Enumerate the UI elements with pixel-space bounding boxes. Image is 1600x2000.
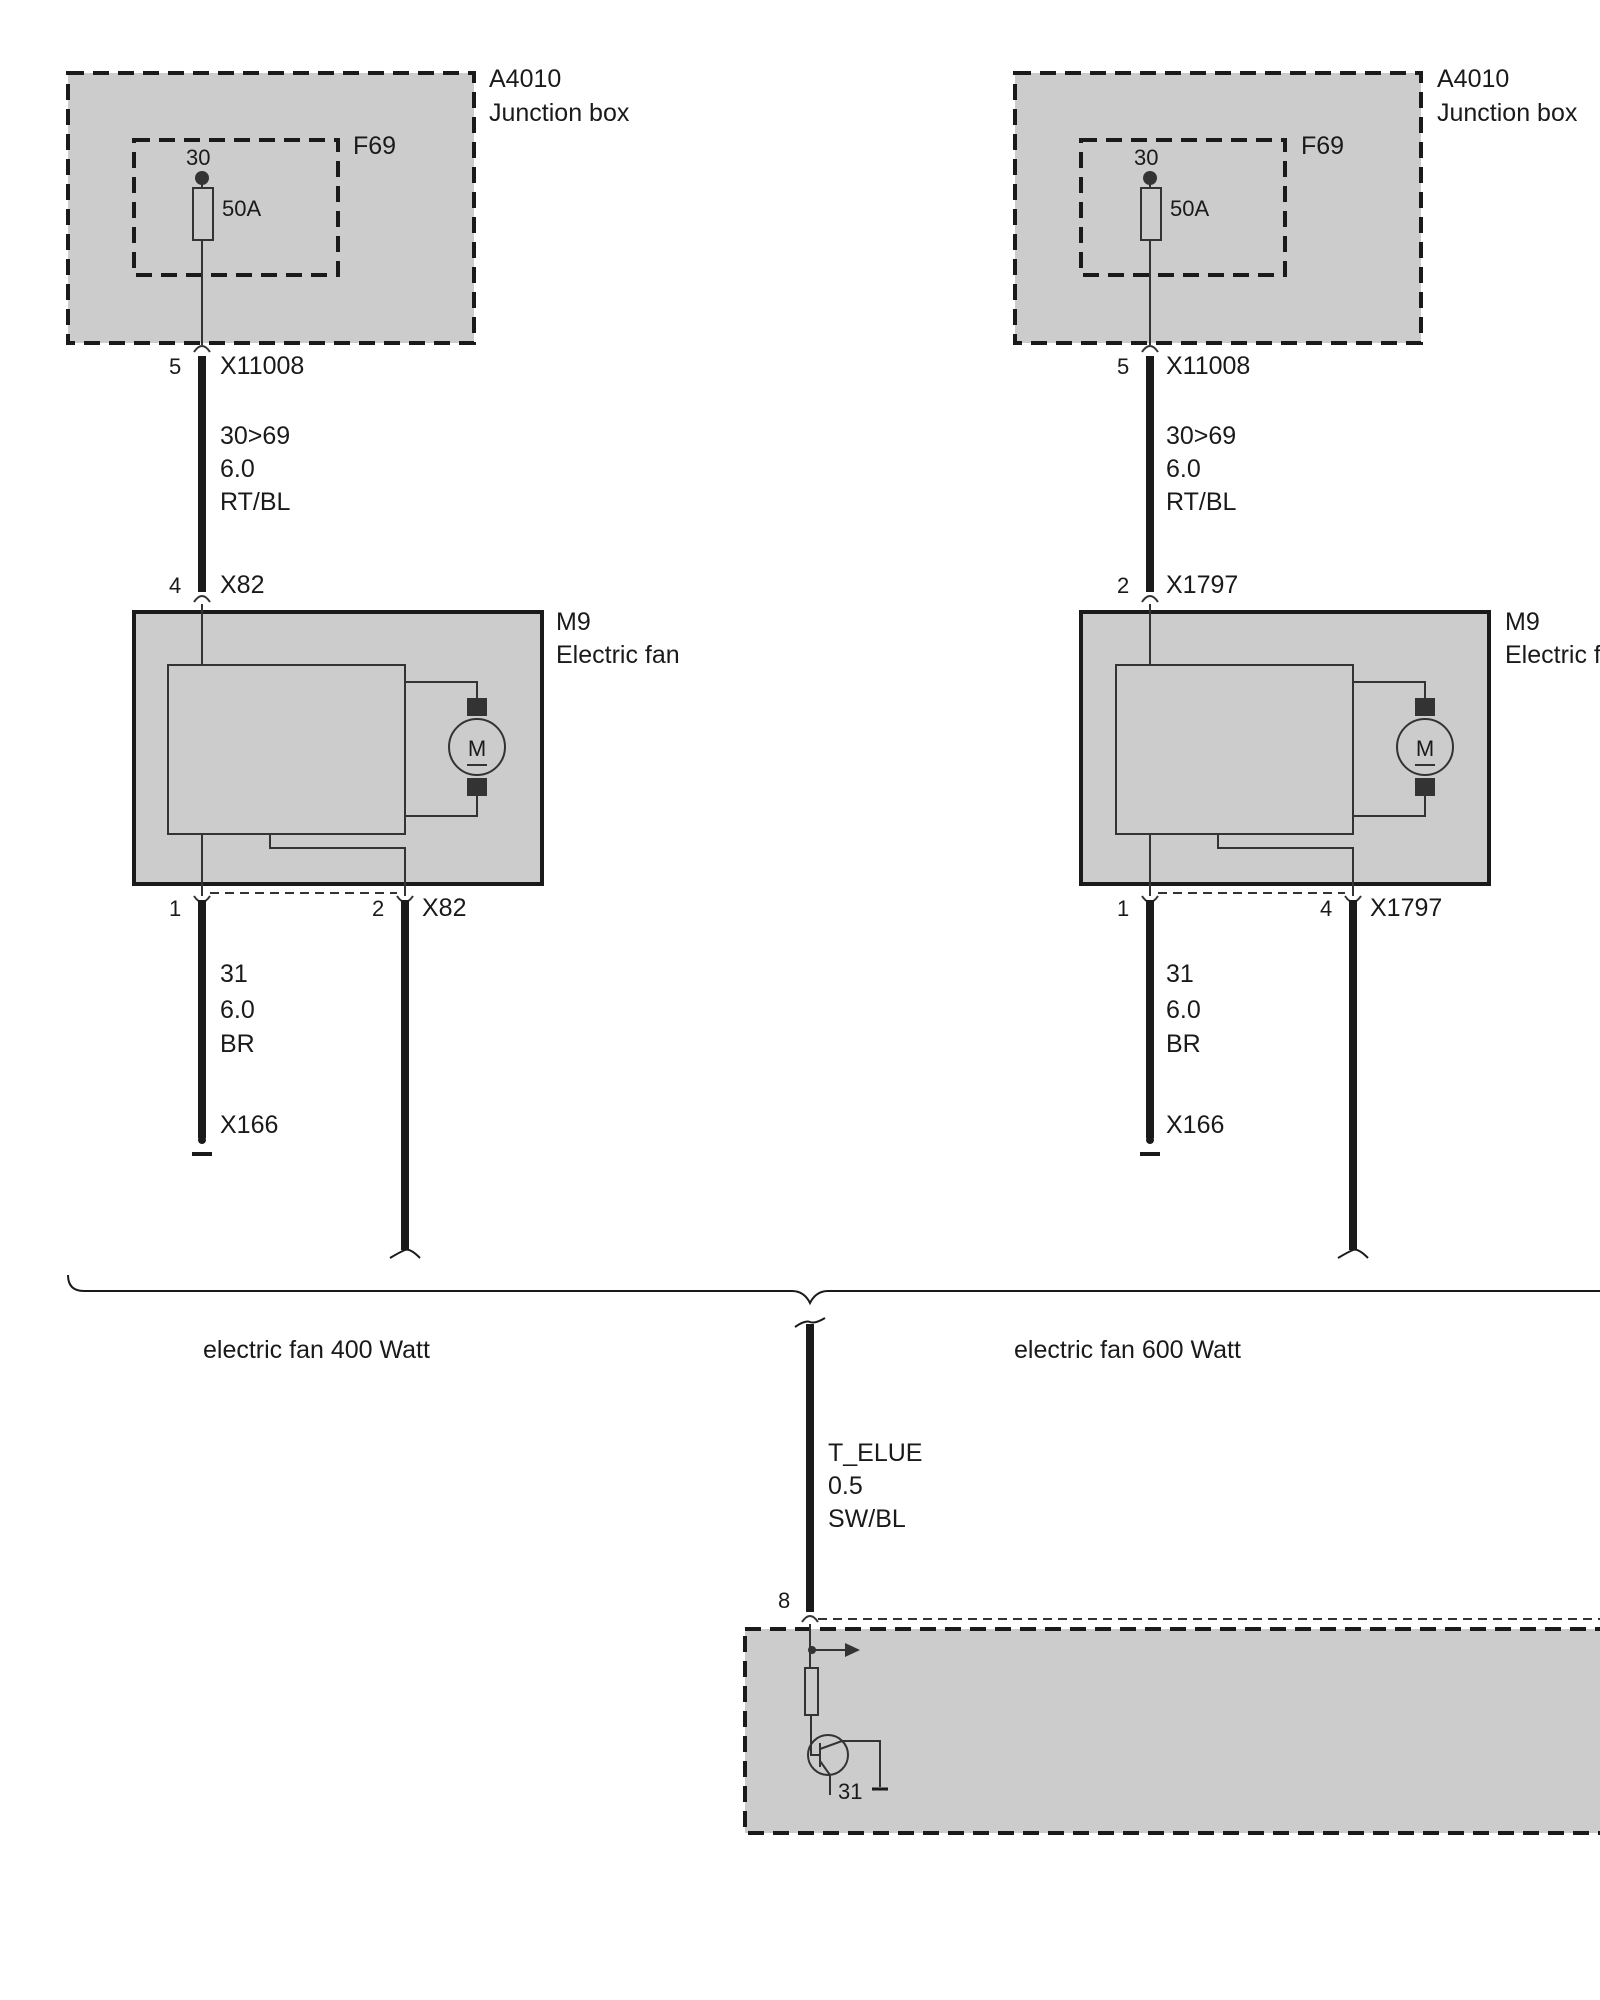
fan-id: M9 <box>556 608 591 636</box>
fuse-id: F69 <box>1301 132 1344 160</box>
motor-brush <box>1415 778 1435 796</box>
upper-connector-id: X11008 <box>1166 352 1250 380</box>
upper-connector-pin: 5 <box>169 354 181 379</box>
motor-icon <box>448 718 506 776</box>
upper-connector-id: X11008 <box>220 352 304 380</box>
internal-lead <box>1353 796 1426 817</box>
fan-input-connector: X1797 <box>1166 571 1238 599</box>
signal-wire-circuit: T_ELUE <box>828 1439 922 1467</box>
panel-600w: A4010 Junction box F69 30 50A 5 X11008 3… <box>1013 65 1600 1259</box>
ground-wire-gauge: 6.0 <box>1166 996 1201 1024</box>
ground-point-dot <box>1146 1136 1154 1144</box>
fan-input-connector: X82 <box>220 571 264 599</box>
output-arrow-icon <box>845 1643 860 1657</box>
ground-wire-gauge: 6.0 <box>220 996 255 1024</box>
junction-box-id: A4010 <box>489 65 561 93</box>
ground-pin: 1 <box>169 896 181 921</box>
fan-input-pin: 2 <box>1117 573 1129 598</box>
internal-lead <box>405 681 478 698</box>
ground-point: X166 <box>1166 1111 1224 1139</box>
internal-lead <box>819 1740 881 1787</box>
fuse-terminal: 30 <box>186 145 210 170</box>
feed-wire-circuit: 30>69 <box>220 422 290 450</box>
control-ground-terminal: 31 <box>838 1779 862 1804</box>
motor-brush <box>467 698 487 716</box>
ground-wire-color: BR <box>1166 1030 1201 1058</box>
feed-wire-gauge: 6.0 <box>220 455 255 483</box>
fuse-symbol <box>1140 187 1162 241</box>
junction-box-name: Junction box <box>1437 99 1578 127</box>
feed-wire-gauge: 6.0 <box>1166 455 1201 483</box>
ground-wire-circuit: 31 <box>220 960 248 988</box>
fuse-group <box>1079 138 1287 277</box>
feed-wire-color: RT/BL <box>220 488 290 516</box>
connector-symbol <box>193 595 211 603</box>
upper-connector-pin: 5 <box>1117 354 1129 379</box>
continuation-mark <box>794 1317 826 1328</box>
connector-symbol <box>1141 595 1159 603</box>
internal-lead <box>1353 681 1426 698</box>
internal-lead <box>269 834 406 896</box>
ground-wire-color: BR <box>220 1030 255 1058</box>
signal-wire-color: SW/BL <box>828 1505 906 1533</box>
ground-point: X166 <box>220 1111 278 1139</box>
connector-symbol <box>801 1615 819 1623</box>
ground-wire-circuit: 31 <box>1166 960 1194 988</box>
signal-wire-pin: 8 <box>778 1588 790 1613</box>
fuse-rating: 50A <box>1170 196 1209 221</box>
fan-input-pin: 4 <box>169 573 181 598</box>
junction-box-id: A4010 <box>1437 65 1509 93</box>
junction-box <box>1013 71 1423 345</box>
continuation-mark <box>389 1248 421 1259</box>
fuse-symbol <box>192 187 214 241</box>
motor-brush <box>467 778 487 796</box>
fan-name: Electric fan <box>556 641 680 669</box>
feed-wire-color: RT/BL <box>1166 488 1236 516</box>
signal-connector: X82 <box>422 894 466 922</box>
signal-pin: 2 <box>372 896 384 921</box>
control-section: T_ELUE 0.5 SW/BL 8 31 <box>743 1317 1600 1835</box>
junction-box <box>66 71 476 345</box>
transistor-icon <box>807 1734 849 1776</box>
motor-symbol: M <box>1416 736 1434 761</box>
connector-symbol <box>193 345 211 353</box>
signal-wire-gauge: 0.5 <box>828 1472 863 1500</box>
signal-pin: 4 <box>1320 896 1332 921</box>
feed-wire-circuit: 30>69 <box>1166 422 1236 450</box>
fuse-id: F69 <box>353 132 396 160</box>
signal-connector: X1797 <box>1370 894 1442 922</box>
motor-brush <box>1415 698 1435 716</box>
resistor-symbol <box>804 1667 819 1716</box>
ground-pin: 1 <box>1117 896 1129 921</box>
fan-controller <box>167 664 406 835</box>
fan-id: M9 <box>1505 608 1540 636</box>
motor-icon <box>1396 718 1454 776</box>
internal-lead <box>810 1735 820 1756</box>
connector-symbol <box>1141 345 1159 353</box>
fan-name: Electric f <box>1505 641 1600 669</box>
variant-brace <box>67 1274 1600 1306</box>
continuation-mark <box>1337 1248 1369 1259</box>
fan-controller <box>1115 664 1354 835</box>
variant-600w-label: electric fan 600 Watt <box>1014 1336 1241 1364</box>
control-unit <box>743 1627 1600 1835</box>
motor-symbol: M <box>468 736 486 761</box>
internal-lead <box>819 1760 831 1776</box>
internal-lead <box>1217 834 1354 896</box>
ground-point-dot <box>198 1136 206 1144</box>
internal-lead <box>405 796 478 817</box>
fuse-rating: 50A <box>222 196 261 221</box>
variant-400w-label: electric fan 400 Watt <box>203 1336 430 1364</box>
panel-400w: A4010 Junction box F69 30 50A 5 X11008 3… <box>66 65 680 1259</box>
fuse-terminal: 30 <box>1134 145 1158 170</box>
junction-box-name: Junction box <box>489 99 630 127</box>
fuse-group <box>132 138 340 277</box>
